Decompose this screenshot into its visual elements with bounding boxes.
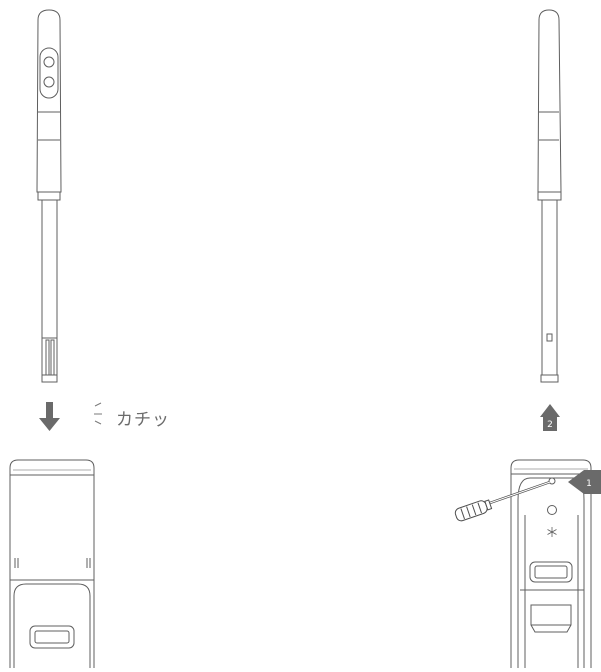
probe-button-bottom bbox=[43, 76, 55, 88]
probe-button-top bbox=[43, 56, 55, 68]
click-sound-lines-icon bbox=[94, 402, 102, 425]
holder-clip bbox=[530, 604, 572, 633]
left-holder bbox=[9, 459, 95, 668]
snowflake-icon bbox=[547, 527, 557, 537]
indicator-circle bbox=[547, 505, 557, 515]
probe-button-panel bbox=[39, 47, 59, 99]
step-1-label: 1 bbox=[586, 479, 592, 489]
step-1-arrow-icon bbox=[568, 470, 601, 494]
right-holder bbox=[510, 459, 592, 668]
screwdriver-icon bbox=[454, 480, 551, 522]
left-probe bbox=[36, 9, 62, 383]
arrow-down-icon bbox=[39, 402, 60, 431]
arrow-up-icon bbox=[540, 404, 560, 431]
holder-slot bbox=[29, 625, 75, 649]
step-2-label: 2 bbox=[547, 420, 553, 430]
click-sound-text: カチッ bbox=[116, 410, 170, 430]
holder-slot-right bbox=[529, 561, 573, 583]
right-probe bbox=[537, 9, 562, 383]
probe-indicator bbox=[546, 333, 553, 342]
release-hole bbox=[548, 477, 556, 485]
